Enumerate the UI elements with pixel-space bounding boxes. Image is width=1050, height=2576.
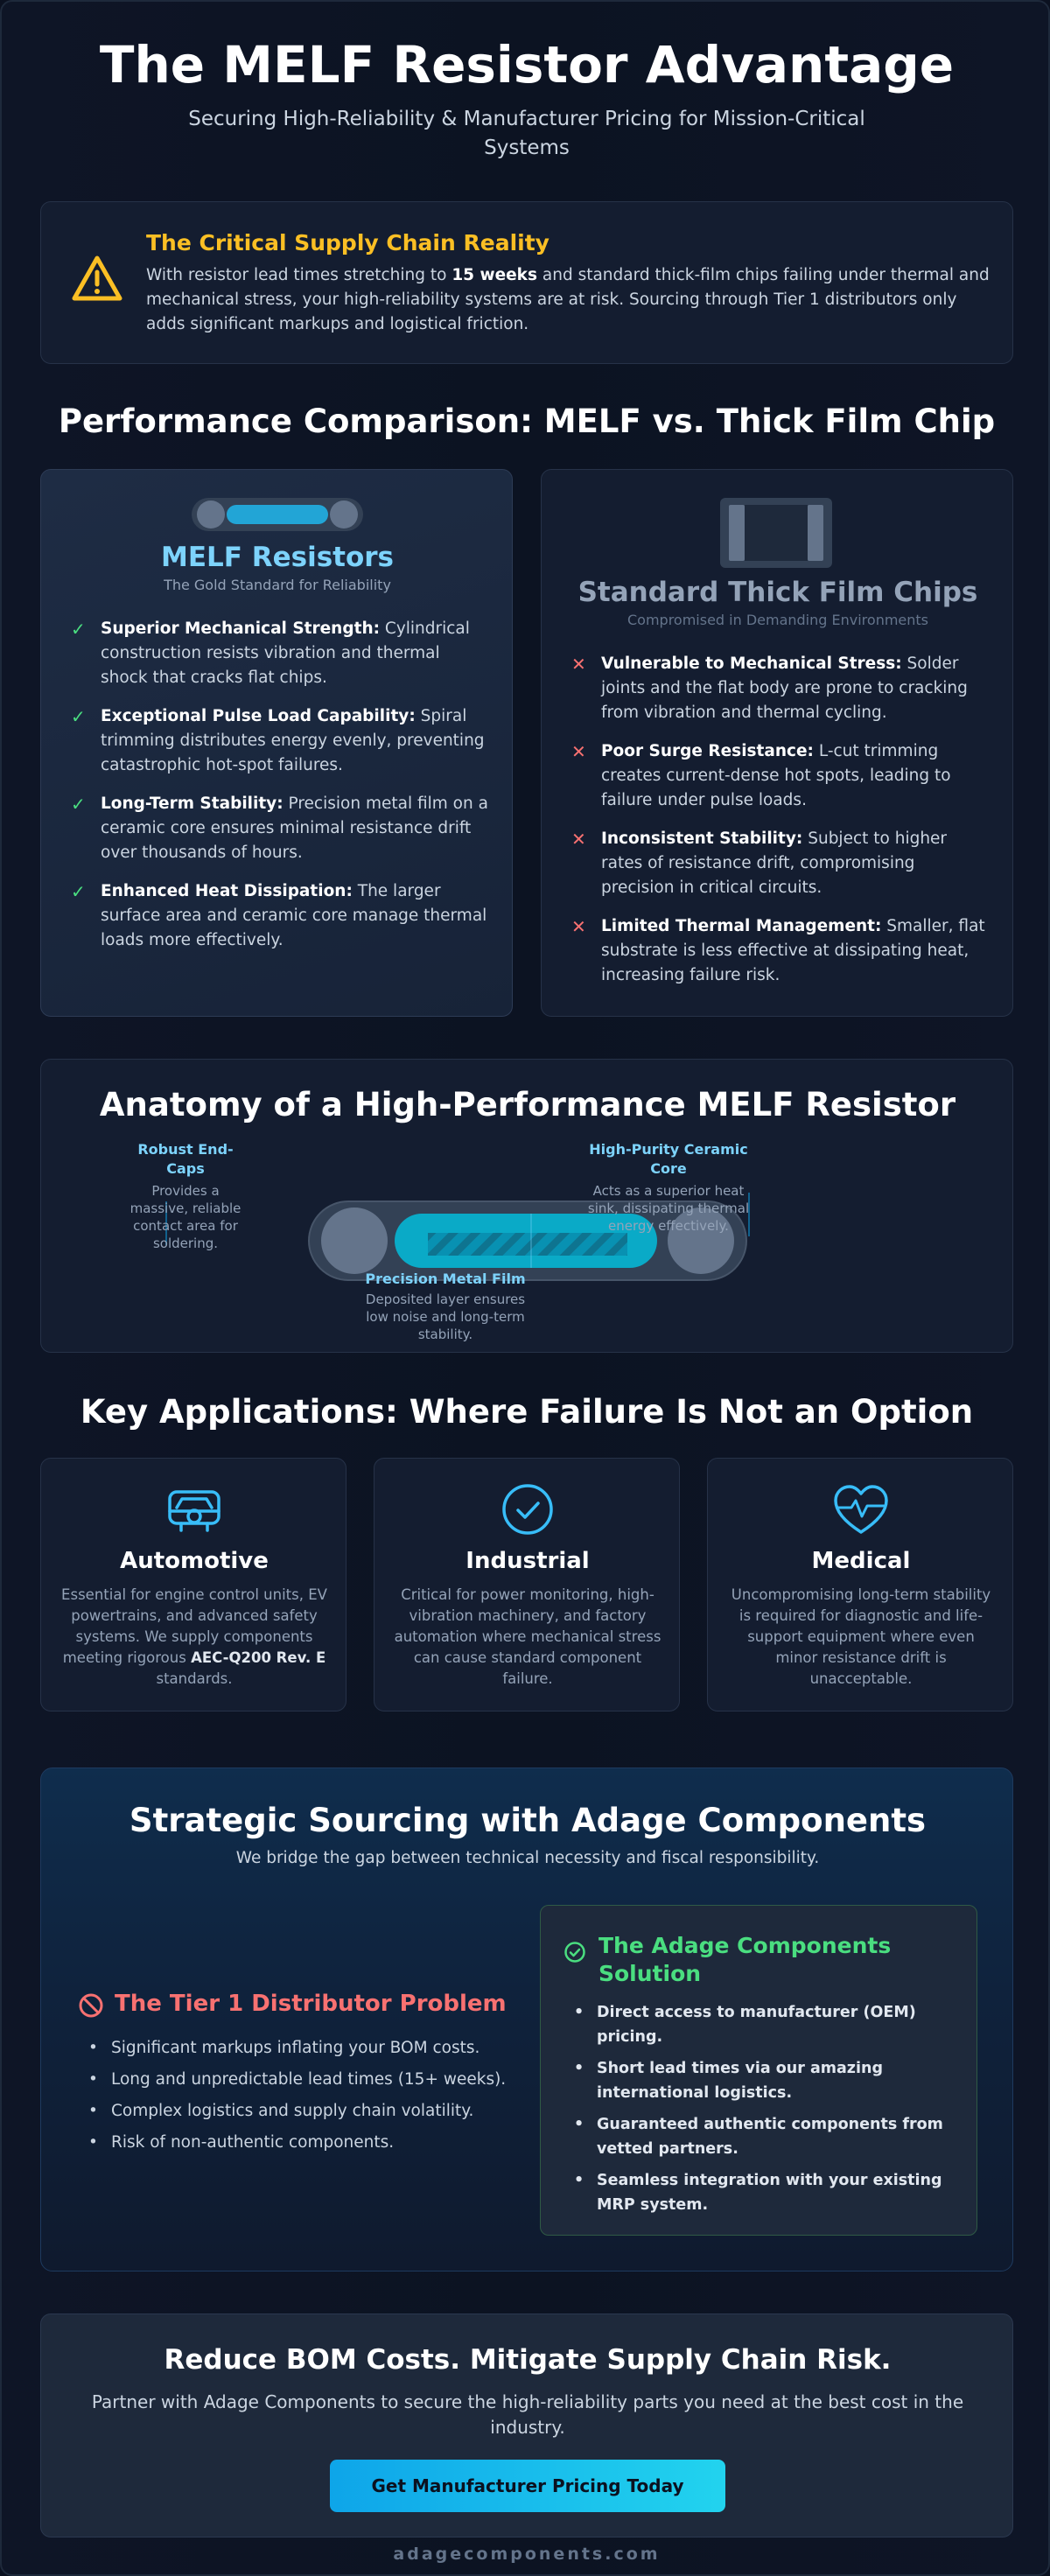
sourcing-subtitle: We bridge the gap between technical nece… [235,1849,820,1867]
solution-item: Direct access to manufacturer (OEM) pric… [574,2000,959,2049]
page-title: The MELF Resistor Advantage [99,35,955,94]
thick-film-item: ✕Limited Thermal Management: Smaller, fl… [571,916,985,984]
solution-item: Seamless integration with your existing … [574,2168,959,2217]
car-icon [168,1490,220,1532]
ceramic-core-description: Acts as a superior heat sink, dissipatin… [587,1183,750,1234]
ceramic-core-label: High-Purity Ceramic Core [589,1141,748,1177]
thick-film-name: Standard Thick Film Chips [578,577,978,608]
heartbeat-icon [834,1485,888,1534]
melf-item: ✓Long-Term Stability: Precision metal fi… [71,794,488,862]
alert-text: With resistor lead times stretching to 1… [146,266,990,333]
application-card-industrial: Industrial Critical for power monitoring… [374,1458,680,1712]
thick-film-tagline: Compromised in Demanding Environments [626,612,929,628]
problem-item: Risk of non-authentic components. [88,2127,526,2159]
melf-anatomy-diagram [308,1200,747,1281]
lead-time-highlight: 15 weeks [452,266,537,284]
get-pricing-button[interactable]: Get Manufacturer Pricing Today [330,2460,725,2512]
cta-section: Reduce BOM Costs. Mitigate Supply Chain … [40,2314,1013,2538]
sourcing-section: Strategic Sourcing with Adage Components… [40,1768,1013,2272]
alert-title: The Critical Supply Chain Reality [146,230,550,256]
melf-item: ✓Exceptional Pulse Load Capability: Spir… [71,706,485,774]
thick-film-card: Standard Thick Film Chips Compromised in… [541,469,1013,1017]
problem-item: Long and unpredictable lead times (15+ w… [88,2064,526,2096]
check-circle-icon [564,1942,585,1963]
cta-text: Partner with Adage Components to secure … [91,2391,964,2438]
cross-icon: ✕ [571,916,586,937]
application-card-automotive: Automotive Essential for engine control … [40,1458,346,1712]
footer-domain[interactable]: adagecomponents.com [393,2544,661,2564]
problem-list: Significant markups inflating your BOM c… [88,2033,526,2159]
metal-film-label: Precision Metal Film [365,1270,526,1287]
anatomy-title: Anatomy of a High-Performance MELF Resis… [99,1086,956,1124]
melf-resistor-icon [192,498,363,531]
thick-film-item: ✕Vulnerable to Mechanical Stress: Solder… [571,654,968,722]
checkmark-icon: ✓ [71,881,86,902]
application-name: Industrial [466,1548,590,1574]
problem-item: Complex logistics and supply chain volat… [88,2096,526,2127]
endcaps-label: Robust End-Caps [137,1141,234,1177]
cta-title: Reduce BOM Costs. Mitigate Supply Chain … [164,2344,892,2376]
thick-film-item: ✕Poor Surge Resistance: L-cut trimming c… [571,741,951,809]
application-card-medical: Medical Uncompromising long-term stabili… [707,1458,1013,1712]
problem-item: Significant markups inflating your BOM c… [88,2033,526,2064]
anatomy-section: Anatomy of a High-Performance MELF Resis… [40,1059,1013,1353]
cross-icon: ✕ [571,654,586,675]
sourcing-title: Strategic Sourcing with Adage Components [129,1802,927,1839]
chip-resistor-icon [720,498,832,568]
application-description: Essential for engine control units, EV p… [61,1586,327,1687]
checkmark-icon: ✓ [71,794,86,815]
melf-card: MELF Resistors The Gold Standard for Rel… [40,469,513,1017]
cross-icon: ✕ [571,829,586,850]
problem-title: The Tier 1 Distributor Problem [115,1991,507,2017]
application-description: Uncompromising long-term stability is re… [731,1586,991,1687]
check-badge-icon [502,1484,553,1535]
page-subtitle: Securing High-Reliability & Manufacturer… [188,108,865,159]
melf-name: MELF Resistors [160,542,395,573]
melf-item: ✓Enhanced Heat Dissipation: The larger s… [71,881,487,949]
solution-title: The Adage Components Solution [598,1933,892,1986]
endcaps-description: Provides a massive, reliable contact are… [130,1183,242,1251]
melf-item: ✓Superior Mechanical Strength: Cylindric… [71,619,470,687]
application-name: Medical [811,1548,911,1574]
application-name: Automotive [120,1548,269,1574]
solution-card: The Adage Components Solution Direct acc… [540,1905,977,2236]
checkmark-icon: ✓ [71,619,86,640]
application-description: Critical for power monitoring, high-vibr… [394,1586,662,1687]
comparison-title: Performance Comparison: MELF vs. Thick F… [58,402,996,440]
thick-film-item: ✕Inconsistent Stability: Subject to high… [571,829,948,897]
warning-triangle-icon [72,256,122,301]
melf-tagline: The Gold Standard for Reliability [164,577,391,593]
metal-film-description: Deposited layer ensures low noise and lo… [365,1292,526,1342]
solution-list: Direct access to manufacturer (OEM) pric… [574,2000,959,2224]
applications-title: Key Applications: Where Failure Is Not a… [80,1393,974,1431]
solution-item: Short lead times via our amazing interna… [574,2056,959,2105]
solution-item: Guaranteed authentic components from vet… [574,2112,959,2161]
prohibited-icon [79,1993,103,2018]
checkmark-icon: ✓ [71,706,86,727]
supply-chain-alert: The Critical Supply Chain Reality With r… [40,201,1013,364]
cross-icon: ✕ [571,741,586,762]
